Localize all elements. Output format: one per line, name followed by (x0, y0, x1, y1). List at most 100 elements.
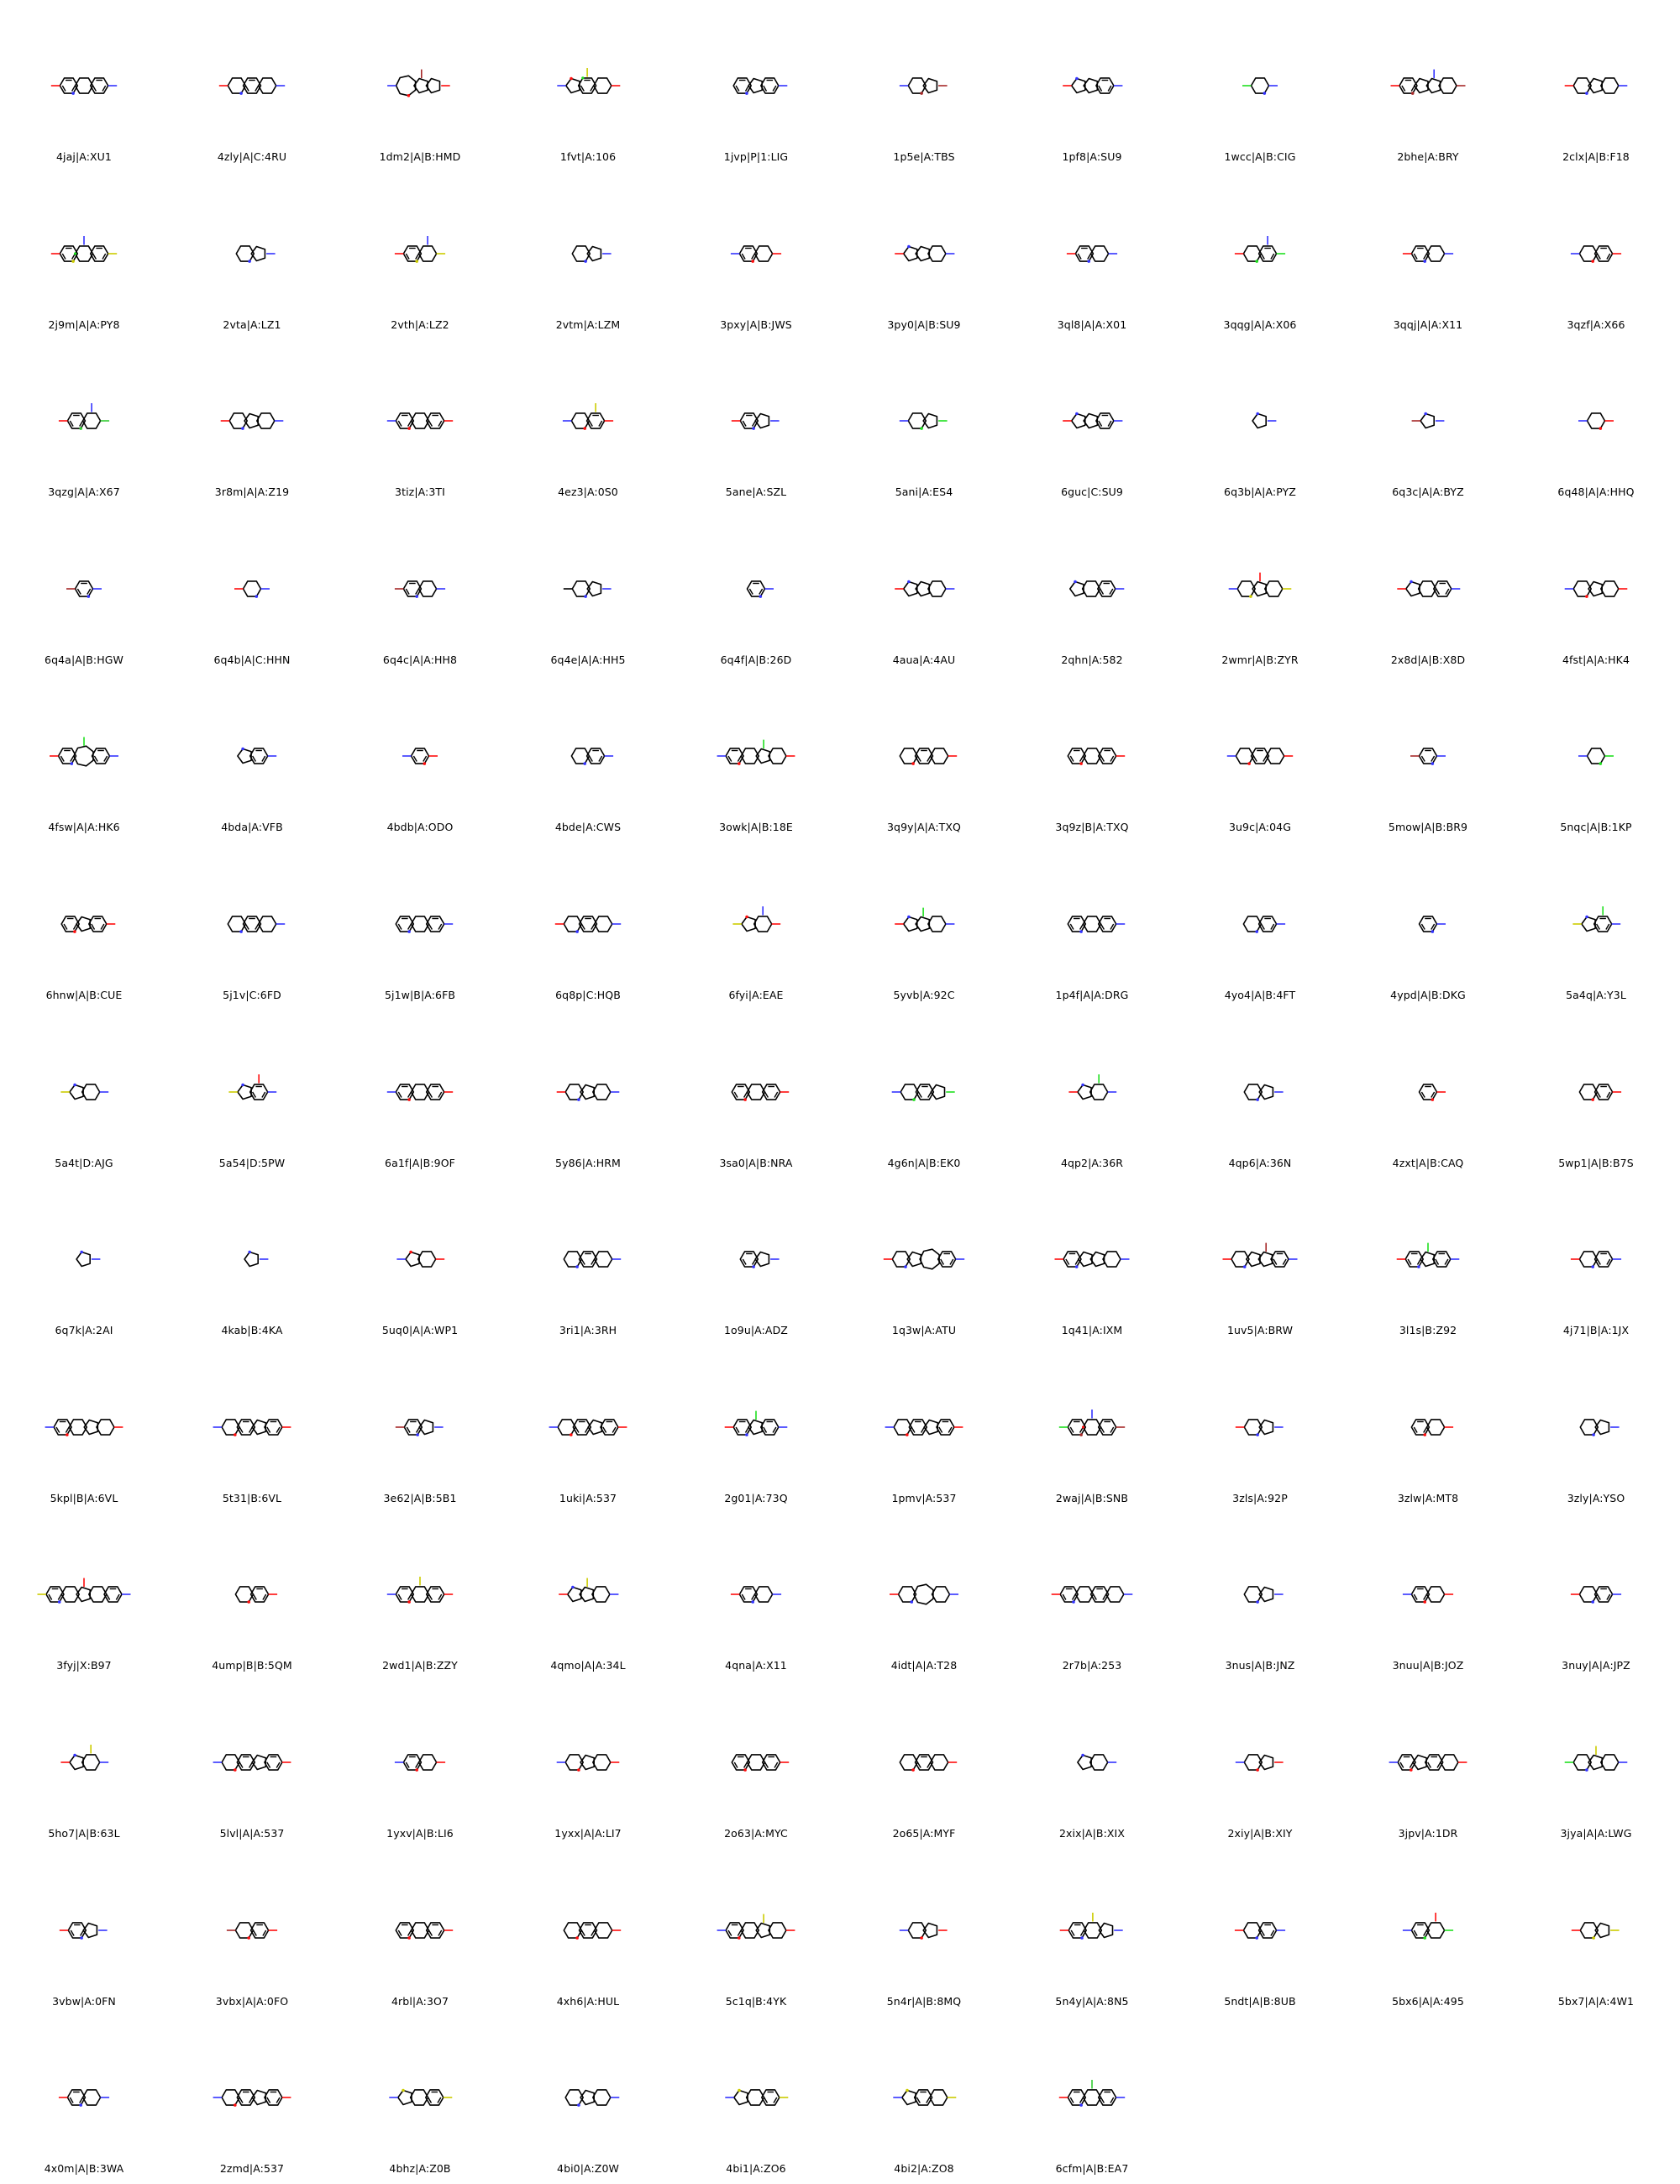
molecule-structure (1066, 244, 1118, 263)
double-bond (61, 85, 66, 92)
ring (929, 1754, 949, 1771)
molecule-drawing (1058, 1409, 1126, 1436)
ring-hetero-atom (407, 94, 411, 97)
double-bond (407, 1594, 412, 1601)
molecule-drawing (563, 1251, 622, 1269)
molecule-drawing (1402, 1586, 1454, 1604)
molecule-drawing (59, 1921, 108, 1940)
ring-hetero-atom (241, 1083, 244, 1086)
ring (410, 1083, 430, 1100)
molecule-structure (213, 2089, 291, 2108)
molecule-drawing (1235, 1418, 1284, 1436)
molecule-cell: 3zly|A:YSO (1512, 1341, 1680, 1509)
molecule-cell: 4ump|B|B:5QM (168, 1509, 336, 1677)
ring (251, 1419, 267, 1436)
molecule-cell: 3e62|A|B:5B1 (336, 1341, 504, 1509)
ligand-id-label: 4bi1|A:ZO6 (726, 2162, 786, 2176)
ring-hetero-atom (910, 1600, 914, 1604)
ring (1077, 1084, 1092, 1100)
ring (242, 77, 262, 94)
molecule-cell: 2wd1|A|B:ZZY (336, 1509, 504, 1677)
molecule-drawing (60, 1745, 109, 1771)
double-bond (63, 923, 68, 930)
ring (922, 1922, 938, 1938)
double-bond (1423, 1426, 1428, 1433)
molecule-structure (730, 244, 782, 263)
double-bond (93, 756, 98, 763)
ring (76, 1587, 91, 1603)
molecule-cell: 4qna|A:X11 (672, 1509, 840, 1677)
molecule-drawing (213, 2089, 291, 2108)
ligand-id-label: 3vbx|A|A:0FO (215, 1994, 289, 2008)
double-bond (266, 1426, 271, 1433)
double-bond (102, 253, 107, 260)
ring-hetero-atom (1424, 412, 1427, 416)
molecule-cell: 2clx|A|B:F18 (1512, 0, 1680, 168)
molecule-cell: 4bi2|A:ZO8 (840, 2012, 1008, 2180)
ring (237, 748, 252, 764)
molecule-structure (1410, 1418, 1454, 1436)
ring (1412, 1754, 1427, 1771)
double-bond (405, 253, 410, 260)
ring-hetero-atom (1256, 1600, 1259, 1604)
molecule-structure (395, 1418, 444, 1436)
ligand-id-label: 6q3c|A|A:BYZ (1392, 486, 1464, 499)
molecule-drawing (227, 916, 286, 933)
double-bond (1606, 1091, 1611, 1098)
ring-hetero-atom (570, 1433, 573, 1436)
molecule-drawing (1564, 77, 1628, 95)
ligand-id-label: 4j71|B|A:1JX (1562, 1324, 1630, 1337)
molecule-structure (899, 1754, 958, 1772)
double-bond (1407, 1258, 1412, 1266)
ligand-id-label: 1o9u|A:ADZ (724, 1324, 788, 1337)
ligand-id-label: 1p5e|A:TBS (893, 150, 955, 163)
molecule-drawing (746, 580, 774, 598)
molecule-cell: 2waj|A|B:SNB (1008, 1341, 1176, 1509)
molecule-drawing (1579, 1418, 1620, 1436)
molecule-drawing (1564, 1746, 1628, 1772)
double-bond (744, 85, 749, 92)
ring (425, 77, 441, 94)
ligand-id-label: 5t31|B:6VL (222, 1491, 282, 1504)
ring-hetero-atom (751, 1600, 754, 1604)
ligand-id-label: 3ri1|A:3RH (559, 1324, 617, 1337)
molecule-cell: 5uq0|A|A:WP1 (336, 1173, 504, 1341)
molecule-drawing (549, 1418, 627, 1436)
molecule-cell: 3jya|A|A:LWG (1512, 1677, 1680, 1845)
ring (578, 916, 598, 932)
molecule-structure (1578, 412, 1614, 431)
ligand-id-label: 2xiy|A|B:XIY (1227, 1827, 1293, 1840)
ring (572, 1418, 592, 1436)
ring-hetero-atom (920, 92, 923, 95)
molecule-cell: 1p5e|A:TBS (840, 0, 1008, 168)
ring (740, 1921, 760, 1939)
ring (1425, 1586, 1446, 1604)
double-bond (926, 2097, 931, 2104)
double-bond (1273, 1258, 1278, 1266)
ring (1246, 1251, 1261, 1268)
molecule-structure (1234, 235, 1286, 263)
double-bond (751, 253, 756, 260)
ligand-id-label: 3qqj|A|A:X11 (1393, 318, 1463, 331)
molecule-drawing (395, 1921, 454, 1940)
double-bond (1431, 923, 1436, 930)
molecule-drawing (1410, 748, 1446, 766)
ligand-id-label: 5y86|A:HRM (555, 1156, 621, 1169)
ring (927, 244, 947, 262)
ligand-id-label: 5yvb|A:92C (893, 989, 955, 1001)
molecule-structure (244, 1250, 269, 1268)
ring-hetero-atom (738, 2088, 741, 2092)
molecule-structure (563, 1921, 622, 1940)
ring-hetero-atom (239, 92, 243, 95)
double-bond (248, 1426, 253, 1433)
double-bond (743, 1091, 748, 1098)
molecule-structure (1063, 412, 1123, 430)
ring-hetero-atom (1410, 92, 1415, 95)
molecule-cell: 4bi1|A:ZO6 (672, 2012, 840, 2180)
ring (1069, 580, 1084, 597)
double-bond (948, 1426, 953, 1433)
ring-hetero-atom (1585, 92, 1588, 95)
hetero-atom (1081, 1425, 1085, 1429)
molecule-drawing (234, 580, 270, 598)
